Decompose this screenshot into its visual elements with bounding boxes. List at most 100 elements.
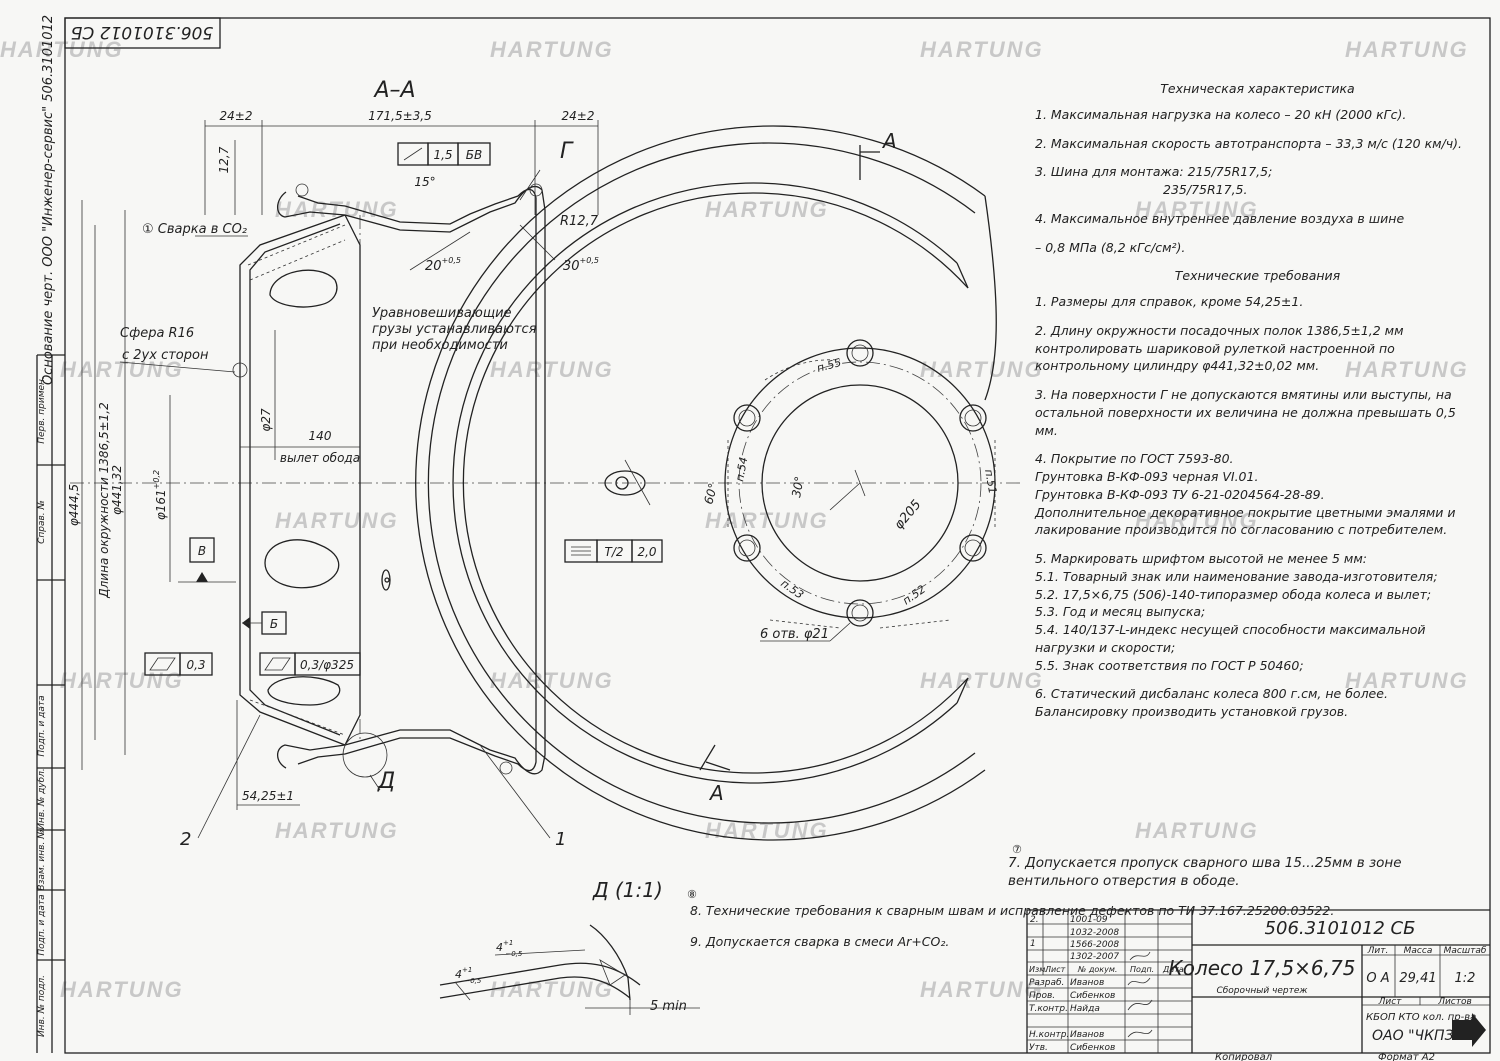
watermark: HARTUNG bbox=[705, 197, 829, 222]
watermark: HARTUNG bbox=[920, 357, 1044, 382]
hdr-sign: Подп. bbox=[1130, 965, 1154, 974]
bolt-holes-note: 6 отв. φ21 bbox=[760, 627, 829, 642]
hole-pos-52: п.52 bbox=[900, 583, 928, 608]
tol-flatness-zone: 0,3/φ325 bbox=[300, 658, 354, 672]
rev-1-change: 2. bbox=[1030, 915, 1039, 925]
rev-1-doc: 1001-09 bbox=[1070, 915, 1108, 925]
watermark: HARTUNG bbox=[920, 668, 1044, 693]
dim-hole-diameter: φ27 bbox=[259, 408, 273, 432]
req-5-2: 5.2. 17,5×6,75 (506)-140-типоразмер обод… bbox=[1035, 586, 1432, 602]
watermark: HARTUNG bbox=[490, 977, 614, 1002]
req-4b: Грунтовка В-КФ-093 черная VI.01. bbox=[1035, 469, 1259, 484]
watermark: HARTUNG bbox=[490, 668, 614, 693]
title-doc-number: 506.3101012 СБ bbox=[1265, 918, 1416, 939]
frame-cell: Подп. и дата bbox=[37, 695, 47, 756]
dim-angle-60: 60° bbox=[701, 482, 720, 506]
spec-3b: 235/75R17,5. bbox=[1163, 182, 1248, 197]
spec-4b: – 0,8 МПа (8,2 кГс/см²). bbox=[1035, 239, 1186, 255]
dim-rim-width: 171,5±3,5 bbox=[368, 109, 432, 123]
datum-b: Б bbox=[270, 617, 278, 631]
watermark: HARTUNG bbox=[60, 668, 184, 693]
watermark: HARTUNG bbox=[1135, 508, 1259, 533]
req-7: 7. Допускается пропуск сварного шва 15..… bbox=[1008, 855, 1402, 889]
req-1: 1. Размеры для справок, кроме 54,25±1. bbox=[1035, 294, 1304, 309]
role-norm-control: Н.контр. bbox=[1029, 1030, 1069, 1040]
detail-title: Д (1:1) bbox=[592, 878, 663, 902]
person-developer: Иванов bbox=[1070, 978, 1104, 988]
detail-view: Д (1:1) 5 min 4+1−0,5 4+1−0,5 bbox=[439, 878, 700, 1015]
detail-d-label: Д bbox=[377, 769, 395, 794]
frame-cell: Подп. и дата bbox=[37, 894, 47, 955]
hdr-doc-no: № докум. bbox=[1077, 965, 1117, 974]
frame-cell: Перв. примен. bbox=[37, 376, 47, 444]
spec-3a: 3. Шина для монтажа: 215/75R17,5; bbox=[1035, 164, 1273, 180]
tech-req-title: Технические требования bbox=[1174, 268, 1341, 284]
part-2-label: 2 bbox=[180, 829, 191, 850]
hole-pos-51: п.51 bbox=[982, 468, 999, 495]
watermark: HARTUNG bbox=[60, 977, 184, 1002]
watermark: HARTUNG bbox=[920, 977, 1044, 1002]
value-lit: О А bbox=[1366, 971, 1389, 986]
frame-cell: Взам. инв. № bbox=[37, 829, 47, 890]
stamp-rotated: 506.3101012 СБ bbox=[71, 22, 214, 42]
watermark: HARTUNG bbox=[490, 37, 614, 62]
hdr-change: Изм. bbox=[1029, 965, 1048, 974]
dim-center-bore: φ161+0,2 bbox=[152, 470, 168, 520]
section-view: А–А 24±2 171,5±3,5 24±2 12,7 15° R12 bbox=[67, 78, 1020, 850]
spec-2: 2. Максимальная скорость автотранспорта … bbox=[1035, 135, 1463, 151]
hdr-lit: Лит. bbox=[1367, 946, 1389, 956]
watermark: HARTUNG bbox=[60, 357, 184, 382]
company-logo-icon bbox=[1452, 1013, 1486, 1047]
hdr-sheet-no: Лист bbox=[1378, 997, 1403, 1007]
req-6: 6. Статический дисбаланс колеса 800 г.см… bbox=[1035, 686, 1388, 719]
req-5-5: 5.5. Знак соответствия по ГОСТ Р 50460; bbox=[1035, 657, 1304, 673]
note-marker-8: ⑧ bbox=[687, 888, 697, 901]
weights-note-2: грузы устанавливаются bbox=[372, 322, 537, 337]
cut-mark-a-top: А bbox=[881, 129, 897, 153]
watermark: HARTUNG bbox=[0, 37, 124, 62]
person-norm-control: Иванов bbox=[1070, 1030, 1104, 1040]
req-3: 3. На поверхности Г не допускаются вмяти… bbox=[1035, 387, 1456, 438]
note-8: 8. Технические требования к сварным швам… bbox=[690, 903, 1334, 918]
dim-circumference: Длина окружности 1386,5±1,2 bbox=[97, 402, 111, 599]
tol-runout-value: 1,5 bbox=[433, 148, 452, 162]
technical-notes: Техническая характеристика 1. Максимальн… bbox=[1035, 80, 1480, 721]
role-approver: Утв. bbox=[1029, 1043, 1048, 1053]
dim-angle-30-front: 30° bbox=[789, 475, 806, 498]
watermark: HARTUNG bbox=[920, 37, 1044, 62]
watermark: HARTUNG bbox=[275, 818, 399, 843]
org-department: КБОП КТО кол. пр-ва bbox=[1366, 1012, 1476, 1023]
dim-flange-height: 12,7 bbox=[217, 146, 231, 173]
role-tech-control: Т.контр. bbox=[1029, 1004, 1068, 1014]
hdr-date: Дата bbox=[1162, 965, 1184, 974]
req-5-1: 5.1. Товарный знак или наименование заво… bbox=[1035, 568, 1438, 584]
cut-mark-a-bottom: А bbox=[708, 781, 724, 805]
role-checker: Пров. bbox=[1029, 991, 1055, 1001]
note-9: 9. Допускается сварка в смеси Ar+CO₂. bbox=[690, 934, 949, 949]
tech-spec-title: Техническая характеристика bbox=[1160, 81, 1355, 96]
dim-offset: 140 bbox=[309, 429, 332, 443]
rev-4-doc: 1302-2007 bbox=[1070, 952, 1119, 962]
req-5: 5. Маркировать шрифтом высотой не менее … bbox=[1035, 551, 1367, 566]
note-marker-7: ⑦ bbox=[1012, 843, 1022, 856]
req-4a: 4. Покрытие по ГОСТ 7593-80. bbox=[1035, 451, 1234, 467]
title-doc-type: Сборочный чертеж bbox=[1216, 986, 1308, 996]
watermark: HARTUNG bbox=[1135, 818, 1259, 843]
req-2: 2. Длину окружности посадочных полок 138… bbox=[1035, 322, 1404, 374]
spec-4a: 4. Максимальное внутреннее давление возд… bbox=[1035, 210, 1405, 226]
base-drawing-note: Основание черт. ООО "Инженер-сервис" 506… bbox=[41, 15, 56, 385]
hole-pos-54: п.54 bbox=[733, 456, 750, 483]
dim-angle-20: 20+0,5 bbox=[425, 256, 461, 274]
dim-outer-diameter: φ444,5 bbox=[67, 484, 81, 526]
sphere-note: Сфера R16 bbox=[120, 326, 194, 341]
rev-2-doc: 1032-2008 bbox=[1070, 928, 1119, 938]
req-4c: Грунтовка В-КФ-093 ТУ 6-21-0204564-28-89… bbox=[1035, 486, 1325, 502]
datum-v: В bbox=[198, 544, 206, 558]
hdr-scale: Масштаб bbox=[1444, 946, 1487, 956]
sphere-note-sides: с 2ух сторон bbox=[122, 348, 209, 363]
weld-notes: ⑧ 8. Технические требования к сварным шв… bbox=[687, 843, 1334, 949]
tol-symmetry-datum: 2,0 bbox=[637, 545, 656, 559]
person-approver: Сибенков bbox=[1070, 1043, 1115, 1053]
frame-cell: Инв. № дубл. bbox=[37, 768, 47, 830]
